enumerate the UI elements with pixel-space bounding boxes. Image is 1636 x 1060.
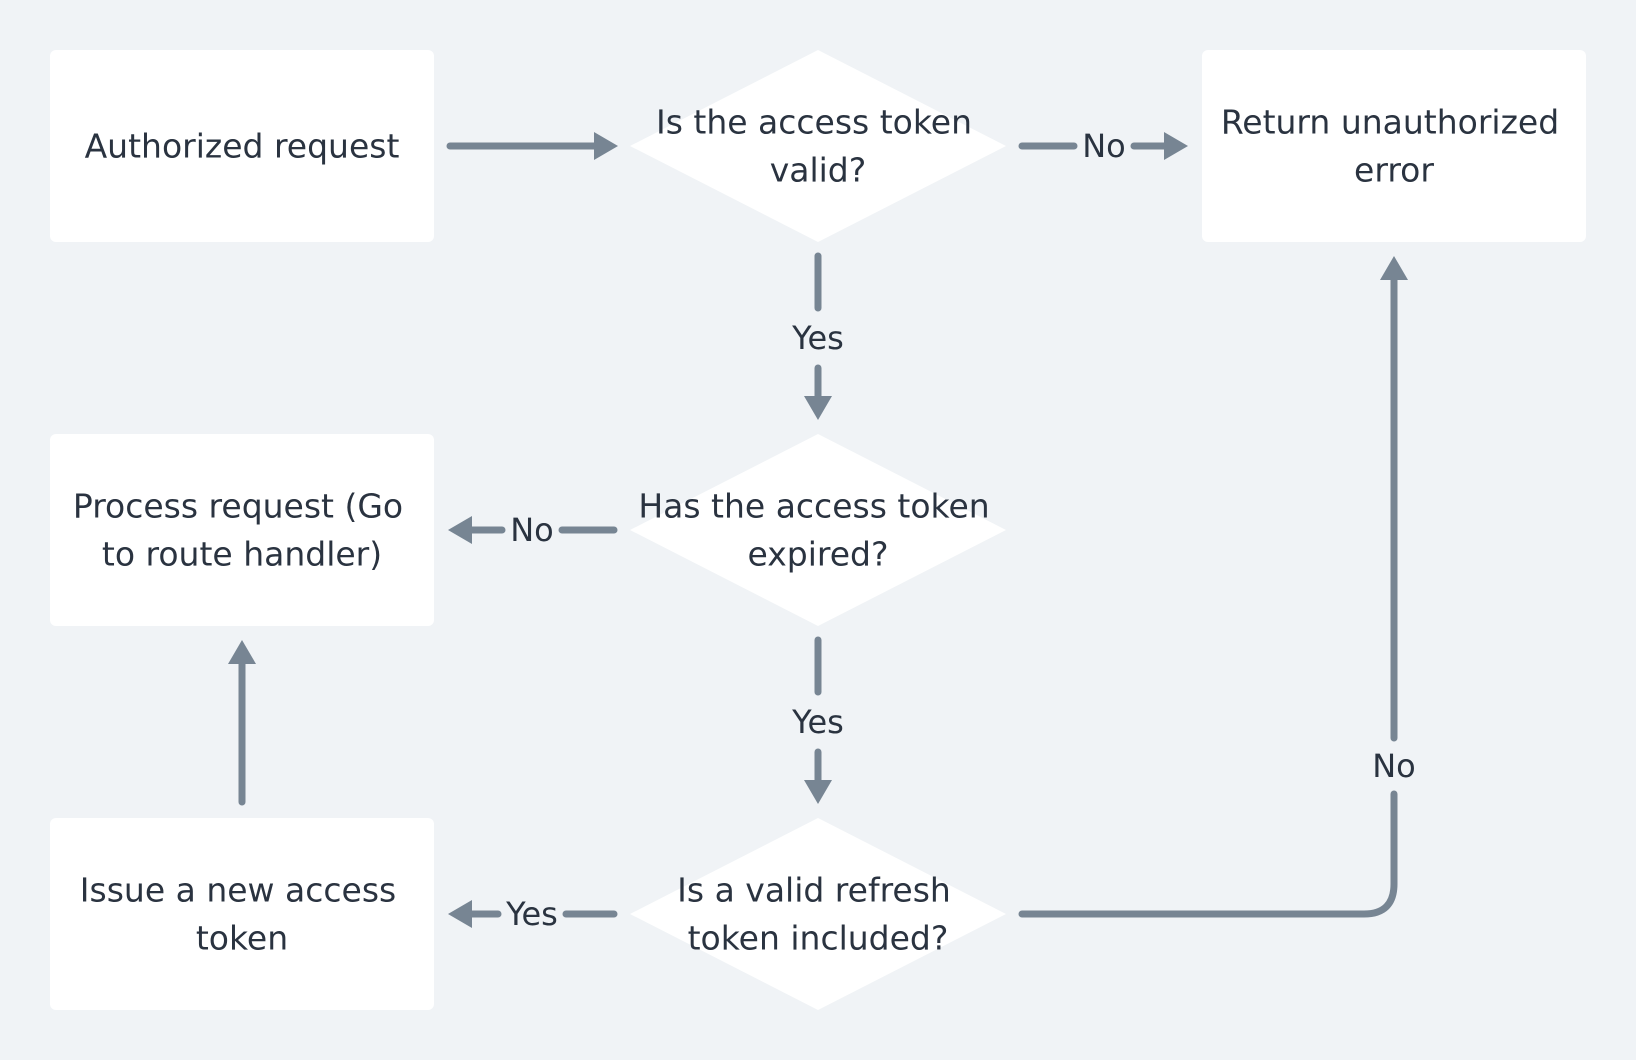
edge-label-valid-yes: Yes [791,319,844,357]
node-issue-new-token-line-2: token [196,919,288,958]
decision-valid-refresh-token-line-2: token included? [688,919,949,958]
edge-issue-to-process [228,640,256,806]
edge-valid-no: No [1018,127,1188,165]
edge-label-expired-yes: Yes [791,703,844,741]
edge-expired-yes: Yes [791,636,844,804]
decision-is-token-valid-line-2: valid? [770,151,867,190]
edge-valid-yes: Yes [791,252,844,420]
node-return-unauthorized [1202,50,1586,242]
arrowhead-up [228,640,256,664]
node-issue-new-token-line-1: Issue a new access [80,871,396,910]
node-return-unauthorized-line-1: Return unauthorized [1221,103,1559,142]
edge-label-valid-no: No [1082,127,1126,165]
node-authorized-request-label: Authorized request [85,127,400,166]
edge-label-refresh-no: No [1372,747,1416,785]
decision-is-token-valid-line-1: Is the access token [656,103,972,142]
edge-label-expired-no: No [510,511,554,549]
arrowhead-left [448,516,472,544]
node-process-request-line-2: to route handler) [102,535,382,574]
node-return-unauthorized-line-2: error [1354,151,1434,190]
arrowhead-down [804,780,832,804]
arrowhead-down [804,396,832,420]
decision-has-token-expired [630,434,1006,626]
decision-has-token-expired-line-1: Has the access token [638,487,989,526]
decision-valid-refresh-token-line-1: Is a valid refresh [677,871,951,910]
decision-valid-refresh-token [630,818,1006,1010]
decision-has-token-expired-line-2: expired? [748,535,889,574]
edge-refresh-no: No [1018,256,1416,918]
node-process-request [50,434,434,626]
decision-is-token-valid [630,50,1006,242]
arrowhead-right [1164,132,1188,160]
arrowhead-left [448,900,472,928]
node-authorized-request [50,50,434,242]
edge-label-refresh-yes: Yes [505,895,558,933]
edge-expired-no: No [448,511,618,549]
node-process-request-line-1: Process request (Go [73,487,403,526]
edge-request-to-valid [446,132,618,160]
arrowhead-right [594,132,618,160]
node-issue-new-token [50,818,434,1010]
edge-refresh-yes: Yes [448,895,618,933]
arrowhead-up [1380,256,1408,280]
